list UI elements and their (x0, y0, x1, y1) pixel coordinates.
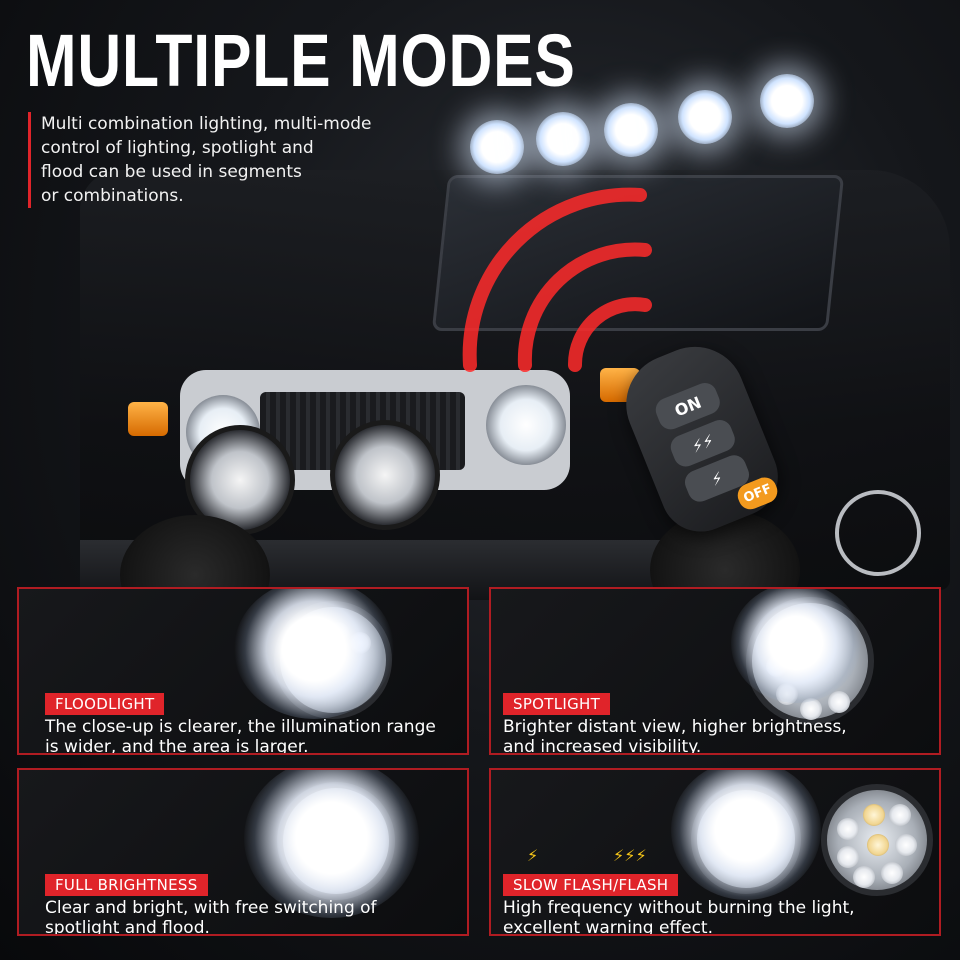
roof-light (760, 74, 814, 128)
double-lightning-icon: ⚡⚡ (688, 430, 717, 457)
led-pod-light (330, 420, 440, 530)
led (881, 862, 903, 884)
description-line: control of lighting, spotlight and (41, 138, 314, 158)
full-brightness-glow (244, 770, 419, 918)
mode-text-spotlight: Brighter distant view, higher brightness… (503, 717, 923, 755)
description-line: or combinations. (41, 186, 184, 206)
full-brightness-panel: FULL BRIGHTNESS Clear and bright, with f… (17, 768, 469, 936)
led (837, 846, 859, 868)
floodlight-glow (234, 589, 394, 719)
roof-light (604, 103, 658, 157)
mode-label-full-brightness: FULL BRIGHTNESS (45, 874, 208, 896)
spotlight-panel: SPOTLIGHT Brighter distant view, higher … (489, 587, 941, 755)
mode-text-line: and increased visibility. (503, 737, 702, 755)
signal-waves-icon (462, 187, 652, 372)
description-line: Multi combination lighting, multi-mode (41, 114, 372, 134)
floodlight-panel: FLOODLIGHT The close-up is clearer, the … (17, 587, 469, 755)
mode-text-line: Clear and bright, with free switching of (45, 898, 377, 918)
led (837, 818, 859, 840)
mode-text-line: High frequency without burning the light… (503, 898, 855, 918)
mode-text-line: excellent warning effect. (503, 918, 714, 936)
mode-label-spotlight: SPOTLIGHT (503, 693, 611, 715)
mode-text-line: is wider, and the area is larger. (45, 737, 309, 755)
lamp-image-off (821, 784, 933, 896)
lightning-icon: ⚡ (708, 467, 726, 490)
mode-text-flash: High frequency without burning the light… (503, 898, 923, 936)
mode-label-flash: SLOW FLASH/FLASH (503, 874, 679, 896)
indicator-left (128, 402, 168, 436)
flash-glow (671, 770, 821, 900)
led (800, 698, 822, 720)
mode-text-line: spotlight and flood. (45, 918, 210, 936)
mode-text-floodlight: The close-up is clearer, the illuminatio… (45, 717, 465, 755)
triple-lightning-icon: ⚡⚡⚡ (613, 846, 647, 865)
spotlight-glow (731, 589, 861, 703)
led (863, 804, 885, 826)
roof-light (678, 90, 732, 144)
flash-panel: ⚡ ⚡⚡⚡ SLOW FLASH/FLASH High frequency wi… (489, 768, 941, 936)
key-ring (835, 490, 921, 576)
lightning-icon: ⚡ (527, 846, 539, 865)
led (867, 834, 889, 856)
description-line: flood can be used in segments (41, 162, 302, 182)
headlamp-right (486, 385, 566, 465)
roof-light (536, 112, 590, 166)
page-title: MULTIPLE MODES (26, 19, 576, 102)
led (828, 691, 850, 713)
led (853, 866, 875, 888)
roof-light (470, 120, 524, 174)
hero-scene: ON ⚡⚡ ⚡ OFF (80, 74, 950, 635)
mode-label-floodlight: FLOODLIGHT (45, 693, 165, 715)
mode-text-line: The close-up is clearer, the illuminatio… (45, 717, 436, 737)
mode-description: Multi combination lighting, multi-mode c… (28, 112, 431, 208)
led (895, 834, 917, 856)
led (889, 804, 911, 826)
mode-text-full-brightness: Clear and bright, with free switching of… (45, 898, 465, 936)
mode-text-line: Brighter distant view, higher brightness… (503, 717, 847, 737)
